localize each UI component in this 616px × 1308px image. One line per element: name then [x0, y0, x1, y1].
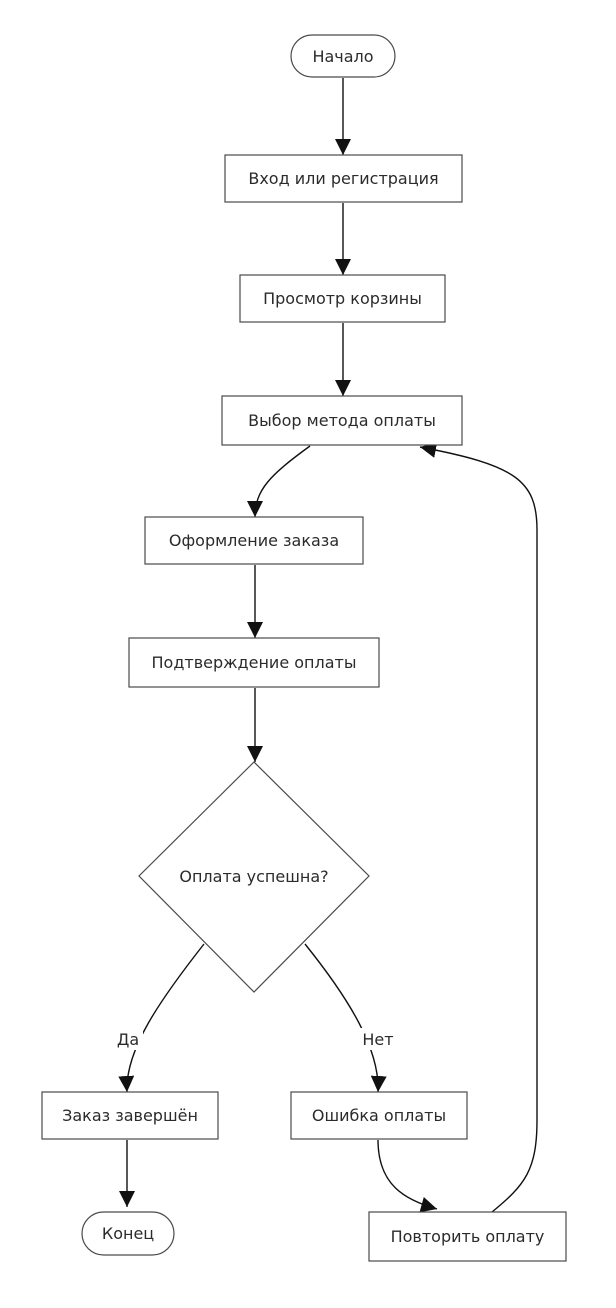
node-error: Ошибка оплаты [290, 1091, 468, 1140]
node-end: Конец [81, 1211, 175, 1256]
edges [118, 78, 538, 1213]
edge-label-yes: Да [117, 1030, 139, 1049]
node-payment-method-label: Выбор метода оплаты [248, 411, 436, 430]
node-checkout: Оформление заказа [144, 516, 364, 565]
node-done: Заказ завершён [41, 1091, 219, 1140]
node-retry: Повторить оплату [368, 1211, 567, 1262]
node-error-label: Ошибка оплаты [312, 1106, 446, 1125]
node-start-label: Начало [312, 47, 373, 66]
edge-decision-to-error [304, 943, 387, 1093]
node-done-label: Заказ завершён [62, 1106, 198, 1125]
node-retry-label: Повторить оплату [391, 1227, 545, 1246]
edge-retry-to-payment-method [419, 442, 538, 1213]
node-cart-label: Просмотр корзины [263, 289, 422, 308]
edge-label-yes-group: Да [113, 1028, 143, 1050]
node-login-label: Вход или регистрация [248, 169, 438, 188]
node-decision: Оплата успешна? [138, 761, 370, 993]
edge-payment-method-to-checkout [247, 445, 311, 518]
edge-decision-to-done [118, 943, 205, 1093]
node-decision-label: Оплата успешна? [179, 867, 328, 886]
node-login: Вход или регистрация [224, 154, 463, 203]
node-confirm-label: Подтверждение оплаты [152, 653, 357, 672]
node-start: Начало [290, 34, 396, 78]
edge-label-no-group: Нет [357, 1028, 399, 1050]
node-cart: Просмотр корзины [239, 274, 446, 323]
node-confirm: Подтверждение оплаты [128, 637, 380, 688]
edge-label-no: Нет [362, 1030, 393, 1049]
node-checkout-label: Оформление заказа [169, 531, 339, 550]
edge-error-to-retry [377, 1139, 438, 1213]
node-payment-method: Выбор метода оплаты [221, 395, 463, 446]
node-end-label: Конец [102, 1224, 154, 1243]
